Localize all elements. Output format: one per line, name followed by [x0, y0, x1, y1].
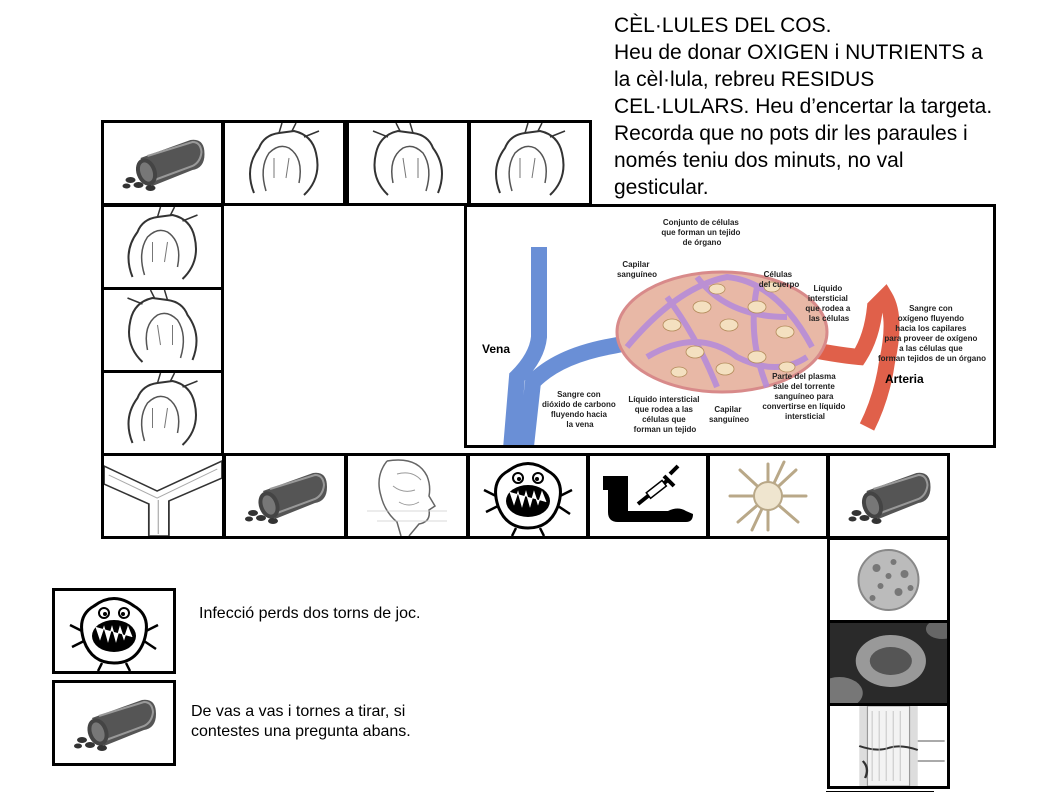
caption-interstitial-bottom: Líquido intersticial que rodea a las cél… [628, 395, 701, 434]
red-blood-cell-icon [830, 623, 947, 703]
blood-vessel-icon [830, 456, 947, 536]
germ-monster-icon [55, 591, 173, 671]
head-anatomy-icon [348, 456, 466, 536]
heart-sketch-icon [104, 373, 221, 453]
white-blood-cell-icon [830, 540, 947, 620]
blood-vessel-icon [226, 456, 344, 536]
instructions-line: CÈL·LULES DEL COS. [614, 14, 832, 37]
germ-monster-icon [470, 456, 586, 536]
heart-sketch-icon [104, 290, 221, 370]
board-cell-red-blood-cell [827, 620, 950, 706]
divider [826, 791, 934, 792]
board-cell-injection [587, 453, 709, 539]
instructions-line: Heu de donar OXIGEN i NUTRIENTS a [614, 41, 983, 64]
board-cell-branch [101, 453, 225, 539]
board-cell-heart [222, 120, 346, 206]
board-cell-heart [468, 120, 592, 206]
blood-vessel-icon [104, 123, 221, 203]
board-cell-vessel [101, 120, 224, 206]
board-cell-heart [101, 287, 224, 373]
instructions-line: gesticular. [614, 176, 709, 199]
arm-injection-icon [590, 456, 706, 536]
board-cell-head [345, 453, 469, 539]
heart-sketch-icon [225, 123, 343, 203]
caption-interstitial-top: Líquido intersticial que rodea a las cél… [805, 284, 852, 323]
board-center-empty [225, 206, 465, 454]
heart-sketch-icon [104, 207, 221, 287]
board-cell-vessel [223, 453, 347, 539]
instructions-line: Recorda que no pots dir les paraules i [614, 122, 968, 145]
instructions-line: la cèl·lula, rebreu RESIDUS [614, 68, 875, 91]
star-cell-icon [710, 456, 826, 536]
label-artery: Arteria [885, 372, 924, 386]
heart-sketch-icon [349, 123, 467, 203]
board-cell-infection [467, 453, 589, 539]
instructions-line: CEL·LULARS. Heu d’encertar la targeta. [614, 95, 993, 118]
legend-infection-card [52, 588, 176, 674]
artery-vessel [795, 284, 900, 431]
heart-sketch-icon [471, 123, 589, 203]
board-cell-white-blood-cell [827, 537, 950, 623]
board-cell-heart [101, 370, 224, 456]
caption-tissue: Conjunto de células que forman un tejido… [661, 218, 742, 247]
caption-capillary-bottom: Capilar sanguíneo [709, 405, 749, 424]
label-vein: Vena [482, 342, 510, 356]
capillary-diagram: Conjunto de células que forman un tejido… [464, 204, 996, 448]
legend-vessel-card [52, 680, 176, 766]
board-cell-bone [827, 703, 950, 789]
legend-infection-text: Infecció perds dos torns de joc. [199, 605, 421, 622]
board-cell-cell [707, 453, 829, 539]
legend-vessel-line: De vas a vas i tornes a tirar, si [191, 703, 406, 720]
board-cell-vessel [827, 453, 950, 539]
board-cell-heart [101, 204, 224, 290]
caption-capillary-top: Capilar sanguíneo [617, 260, 657, 279]
instructions-text: CÈL·LULES DEL COS. Heu de donar OXIGEN i… [614, 12, 1054, 201]
legend-vessel-text: De vas a vas i tornes a tirar, si contes… [191, 702, 411, 742]
instructions-line: només teniu dos minuts, no val [614, 149, 904, 172]
bone-section-icon [830, 706, 947, 786]
caption-plasma: Parte del plasma sale del torrente sangu… [762, 372, 847, 421]
legend-vessel-line: contestes una pregunta abans. [191, 723, 411, 740]
caption-body-cells: Células del cuerpo [759, 270, 800, 289]
branching-vessel-icon [104, 456, 222, 536]
caption-oxygen-blood: Sangre con oxígeno fluyendo hacia los ca… [878, 304, 986, 363]
capillary-diagram-svg: Conjunto de células que forman un tejido… [482, 218, 986, 445]
caption-co2-blood: Sangre con dióxido de carbono fluyendo h… [542, 390, 618, 429]
board-cell-heart [346, 120, 470, 206]
blood-vessel-icon [55, 683, 173, 763]
